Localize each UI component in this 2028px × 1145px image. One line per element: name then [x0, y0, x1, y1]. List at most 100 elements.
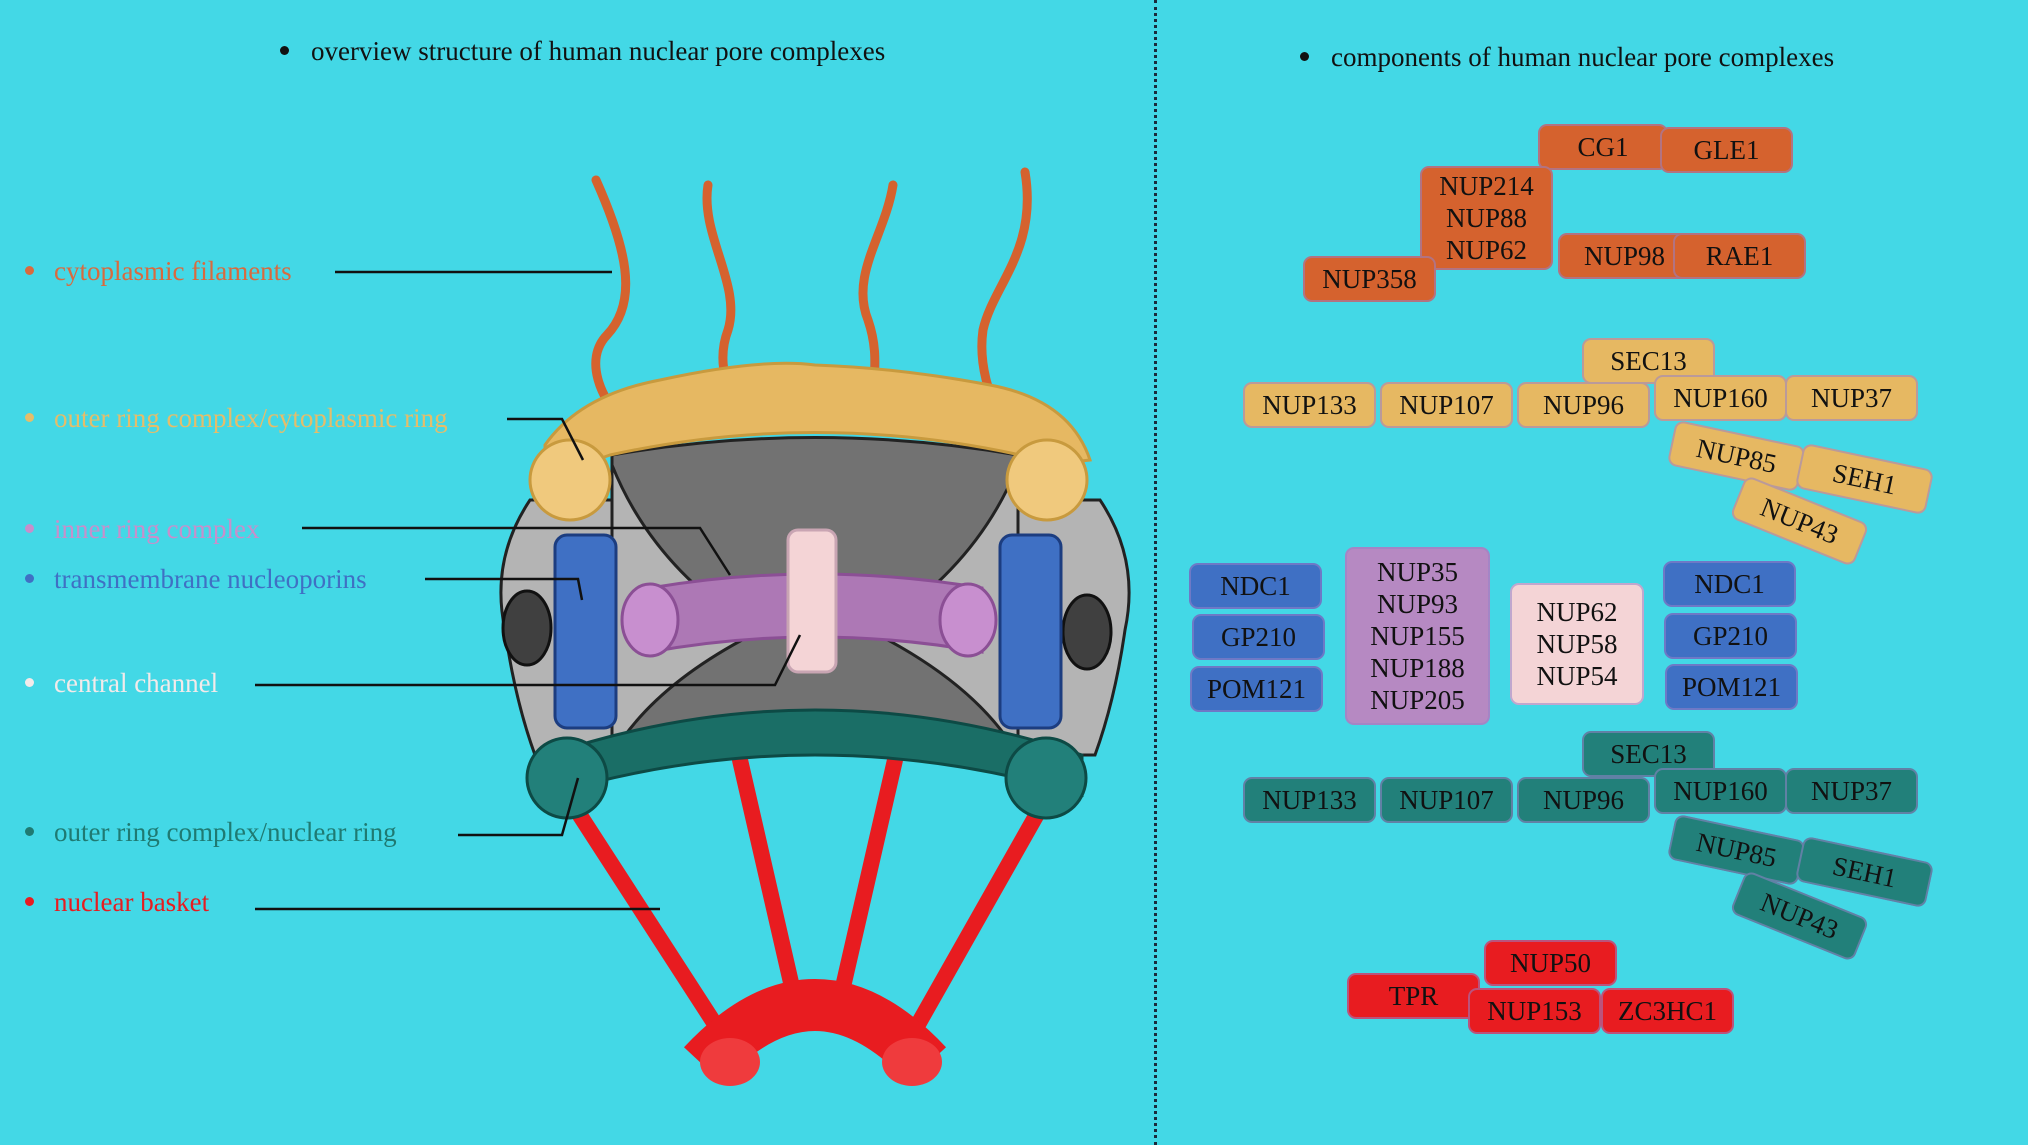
component-nup37-cyto: NUP37	[1785, 375, 1918, 421]
component-rae1: RAE1	[1673, 233, 1806, 279]
component-nup153: NUP153	[1468, 988, 1601, 1034]
transmembrane-right-shape	[998, 533, 1063, 730]
outer-cytoplasmic-ring-shape	[528, 361, 1093, 522]
component-nup96-cyto: NUP96	[1517, 382, 1650, 428]
component-label: ZC3HC1	[1617, 996, 1717, 1026]
component-pom121-left: POM121	[1190, 666, 1323, 712]
component-label: NUP54	[1536, 661, 1618, 691]
component-group-central-channel: NUP62 NUP58 NUP54	[1510, 583, 1644, 705]
component-label: NUP133	[1262, 785, 1357, 815]
legend-label: central channel	[54, 668, 219, 698]
legend-dot-icon	[25, 827, 34, 837]
component-label: NUP85	[1693, 432, 1780, 480]
component-label: NUP62	[1536, 597, 1618, 627]
component-label: GP210	[1220, 622, 1296, 652]
component-label: NUP214	[1439, 171, 1534, 201]
left-title: overview structure of human nuclear pore…	[280, 36, 885, 67]
component-nup133-cyto: NUP133	[1243, 382, 1376, 428]
component-nup133-nuclear: NUP133	[1243, 777, 1376, 823]
legend-outer-ring-cytoplasmic: outer ring complex/cytoplasmic ring	[25, 403, 448, 434]
component-gle1: GLE1	[1660, 127, 1793, 173]
component-label: NDC1	[1220, 571, 1291, 601]
legend-pointer-lines	[255, 270, 802, 911]
legend-label: inner ring complex	[54, 514, 260, 544]
component-zc3hc1: ZC3HC1	[1601, 988, 1734, 1034]
pore-body	[499, 436, 1131, 761]
component-label: NUP160	[1673, 776, 1768, 806]
component-label: SEC13	[1610, 739, 1687, 769]
legend-label: outer ring complex/cytoplasmic ring	[54, 403, 448, 433]
component-nup160-cyto: NUP160	[1654, 375, 1787, 421]
legend-inner-ring: inner ring complex	[25, 514, 259, 545]
component-nup98: NUP98	[1558, 233, 1691, 279]
right-title: components of human nuclear pore complex…	[1300, 42, 1834, 73]
legend-transmembrane: transmembrane nucleoporins	[25, 564, 367, 595]
legend-label: cytoplasmic filaments	[54, 256, 292, 286]
component-label: NUP96	[1542, 785, 1624, 815]
legend-nuclear-basket: nuclear basket	[25, 887, 209, 918]
component-label: NUP62	[1445, 235, 1527, 265]
nuclear-ring-shape	[525, 708, 1088, 820]
component-label: NUP50	[1509, 948, 1591, 978]
legend-label: outer ring complex/nuclear ring	[54, 817, 397, 847]
component-label: TPR	[1388, 981, 1439, 1011]
right-title-text: components of human nuclear pore complex…	[1331, 42, 1835, 72]
component-label: NUP96	[1542, 390, 1624, 420]
component-pom121-right: POM121	[1665, 664, 1798, 710]
component-nup107-nuclear: NUP107	[1380, 777, 1513, 823]
component-ndc1-left: NDC1	[1189, 563, 1322, 609]
component-label: NUP107	[1399, 785, 1494, 815]
component-label: POM121	[1206, 674, 1307, 704]
legend-dot-icon	[25, 897, 34, 907]
component-group-inner-ring: NUP35 NUP93 NUP155 NUP188 NUP205	[1345, 547, 1490, 725]
component-label: SEH1	[1829, 457, 1900, 501]
component-label: NUP35	[1376, 557, 1458, 587]
component-label: NUP160	[1673, 383, 1768, 413]
component-gp210-left: GP210	[1192, 614, 1325, 660]
component-label: NUP37	[1810, 776, 1892, 806]
bullet-icon	[1300, 52, 1309, 62]
component-nup358: NUP358	[1303, 256, 1436, 302]
legend-dot-icon	[25, 413, 34, 423]
component-ndc1-right: NDC1	[1663, 561, 1796, 607]
component-nup107-cyto: NUP107	[1380, 382, 1513, 428]
legend-label: nuclear basket	[54, 887, 210, 917]
legend-central-channel: central channel	[25, 668, 218, 699]
component-label: POM121	[1681, 672, 1782, 702]
component-label: NUP358	[1322, 264, 1417, 294]
component-gp210-right: GP210	[1664, 613, 1797, 659]
component-cg1: CG1	[1538, 124, 1668, 170]
component-label: NUP88	[1445, 203, 1527, 233]
left-title-text: overview structure of human nuclear pore…	[311, 36, 886, 66]
legend-dot-icon	[25, 678, 34, 688]
central-channel-shape	[786, 528, 838, 674]
component-label: NUP107	[1399, 390, 1494, 420]
component-label: SEH1	[1829, 850, 1900, 894]
component-label: GP210	[1692, 621, 1768, 651]
legend-label: transmembrane nucleoporins	[54, 564, 367, 594]
nuclear-basket-shape	[562, 752, 1053, 1086]
component-nup96-nuclear: NUP96	[1517, 777, 1650, 823]
component-label: NUP58	[1536, 629, 1618, 659]
legend-outer-ring-nuclear: outer ring complex/nuclear ring	[25, 817, 397, 848]
component-group-nup214: NUP214 NUP88 NUP62	[1420, 166, 1553, 270]
legend-cytoplasmic-filaments: cytoplasmic filaments	[25, 256, 292, 287]
component-nup37-nuclear: NUP37	[1785, 768, 1918, 814]
component-label: RAE1	[1705, 241, 1774, 271]
component-label: NUP98	[1583, 241, 1665, 271]
component-label: NUP153	[1487, 996, 1582, 1026]
column-divider	[1154, 0, 1157, 1145]
component-tpr: TPR	[1347, 973, 1480, 1019]
legend-dot-icon	[25, 524, 34, 534]
component-label: CG1	[1577, 132, 1629, 162]
component-label: NUP133	[1262, 390, 1357, 420]
component-label: NUP155	[1370, 621, 1465, 651]
component-label: NUP188	[1370, 653, 1465, 683]
component-nup50: NUP50	[1484, 940, 1617, 986]
component-label: NDC1	[1694, 569, 1765, 599]
component-label: NUP85	[1693, 826, 1780, 874]
legend-dot-icon	[25, 266, 34, 276]
component-label: NUP93	[1376, 589, 1458, 619]
transmembrane-left-shape	[553, 533, 618, 730]
